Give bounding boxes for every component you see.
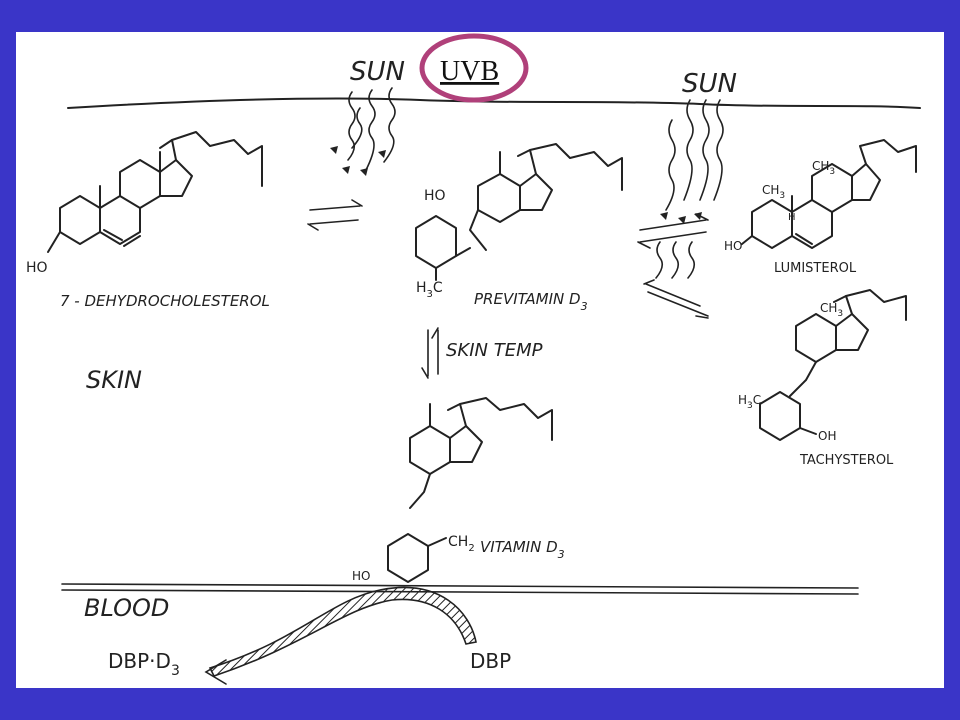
sun-label-left: SUN	[350, 57, 405, 87]
ho-label-lumisterol: HO	[724, 239, 742, 253]
ho-label-dehydro: HO	[26, 260, 48, 276]
structure-7-dehydrocholesterol: HO 7 - DEHYDROCHOLESTEROL	[26, 131, 270, 310]
blood-boundary-line-bottom	[61, 589, 859, 595]
h3c-label-tachysterol: H3C	[738, 393, 761, 411]
skin-temp-label: SKIN TEMP	[446, 340, 543, 361]
ch3-label-lumisterol-a: CH3	[762, 183, 785, 201]
uvb-highlight-circle	[419, 33, 529, 103]
structure-lumisterol: HO CH3 CH3 H LUMISTEROL	[724, 139, 917, 276]
ch2-label-vitamin: CH2	[448, 534, 475, 554]
dbp-label: DBP	[470, 649, 511, 673]
skin-temp-arrows: SKIN TEMP	[421, 327, 543, 379]
structure-tachysterol: H3C CH3 OH TACHYSTEROL	[738, 289, 907, 468]
sun-label-right: SUN	[682, 69, 737, 99]
structure-previtamin-d3: HO H3C PREVITAMIN D3	[415, 143, 623, 313]
dbp-d3-label: DBP·D3	[108, 649, 180, 679]
uvb-label: UVB	[440, 56, 499, 87]
lumisterol-label: LUMISTEROL	[774, 261, 857, 276]
equilibrium-arrows-right	[637, 213, 709, 319]
blood-label: BLOOD	[84, 594, 169, 622]
h-label-lumisterol: H	[788, 212, 796, 223]
equilibrium-arrows-left	[307, 199, 363, 231]
dehydrocholesterol-label: 7 - DEHYDROCHOLESTEROL	[60, 292, 270, 310]
vitamin-d3-label: VITAMIN D3	[480, 538, 565, 561]
ho-label-vitamin: HO	[352, 569, 370, 583]
dbp-carrier-band	[208, 586, 477, 677]
ch3-label-tachysterol: CH3	[820, 301, 843, 319]
skin-surface-line	[67, 97, 921, 109]
skin-label: SKIN	[86, 366, 142, 394]
ch3-label-lumisterol-b: CH3	[812, 159, 835, 177]
ho-label-previtamin: HO	[424, 188, 446, 204]
blood-boundary-line-top	[61, 583, 859, 589]
sun-rays-right	[655, 99, 724, 279]
h3c-label-previtamin: H3C	[416, 280, 443, 300]
tachysterol-label: TACHYSTEROL	[799, 453, 894, 468]
structure-vitamin-d3: CH2 HO VITAMIN D3	[352, 397, 565, 583]
previtamin-label: PREVITAMIN D3	[474, 290, 588, 313]
sun-rays-left	[330, 87, 396, 176]
oh-label-tachysterol: OH	[818, 429, 836, 443]
dbp-arrow-head	[204, 659, 227, 685]
